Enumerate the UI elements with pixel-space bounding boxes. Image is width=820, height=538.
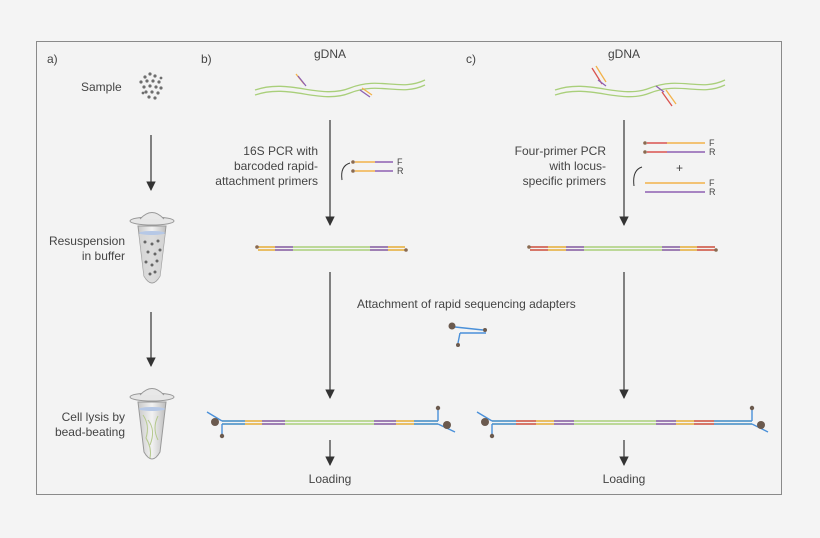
- primer-label-r1-c: R: [709, 147, 716, 157]
- primer-label-f1-c: F: [709, 138, 715, 148]
- label-pcr-b: 16S PCR with barcoded rapid- attachment …: [200, 144, 318, 189]
- label-pcr-b-line3: attachment primers: [215, 174, 318, 188]
- primer-bracket-c: [633, 166, 643, 187]
- label-pcr-c-line3: specific primers: [522, 174, 606, 188]
- tube-lysis-icon: [129, 388, 175, 460]
- primer-set-2-c: [645, 182, 705, 193]
- primer-pair-b: [351, 160, 393, 173]
- label-lysis-line1: Cell lysis by: [61, 410, 125, 424]
- panel-label-c: c): [466, 52, 476, 66]
- label-gdna-b: gDNA: [313, 47, 346, 61]
- primer-set-1-c: [643, 141, 705, 154]
- gdna-strands-c: [554, 79, 726, 98]
- label-pcr-b-line2: barcoded rapid-: [233, 159, 318, 173]
- adapter-icon: [448, 322, 487, 347]
- primer-label-f-b: F: [397, 157, 403, 167]
- plus-sign: +: [676, 161, 684, 175]
- label-lysis-line2: bead-beating: [54, 425, 125, 439]
- primer-bracket-b: [341, 162, 351, 181]
- label-sample: Sample: [81, 80, 122, 94]
- label-loading-c: Loading: [602, 472, 646, 486]
- gdna-strands-b: [254, 79, 426, 98]
- label-gdna-c: gDNA: [607, 47, 640, 61]
- label-pcr-c-line2: with locus-: [549, 159, 606, 173]
- tube-resuspension-icon: [129, 212, 175, 284]
- construct-c: [476, 405, 769, 439]
- amplicon-b: [255, 245, 408, 252]
- amplicon-c: [527, 245, 718, 252]
- label-resuspension: Resuspension in buffer: [30, 234, 125, 264]
- primer-label-f2-c: F: [709, 178, 715, 188]
- label-adapters: Attachment of rapid sequencing adapters: [357, 297, 576, 311]
- label-loading-b: Loading: [308, 472, 352, 486]
- label-pcr-b-line1: 16S PCR with: [243, 144, 318, 158]
- primers-on-gdna-b: [295, 73, 373, 98]
- construct-b: [206, 405, 456, 439]
- panel-label-b: b): [201, 52, 212, 66]
- label-pcr-c: Four-primer PCR with locus- specific pri…: [480, 144, 606, 189]
- panel-label-a: a): [47, 52, 58, 66]
- primers-on-gdna-c: [591, 65, 677, 107]
- label-pcr-c-line1: Four-primer PCR: [514, 144, 606, 158]
- label-resuspension-line2: in buffer: [81, 249, 125, 263]
- primer-label-r-b: R: [397, 166, 404, 176]
- label-resuspension-line1: Resuspension: [48, 234, 125, 248]
- label-lysis: Cell lysis by bead-beating: [30, 410, 125, 440]
- sample-cells-icon: [139, 72, 163, 100]
- primer-label-r2-c: R: [709, 187, 716, 197]
